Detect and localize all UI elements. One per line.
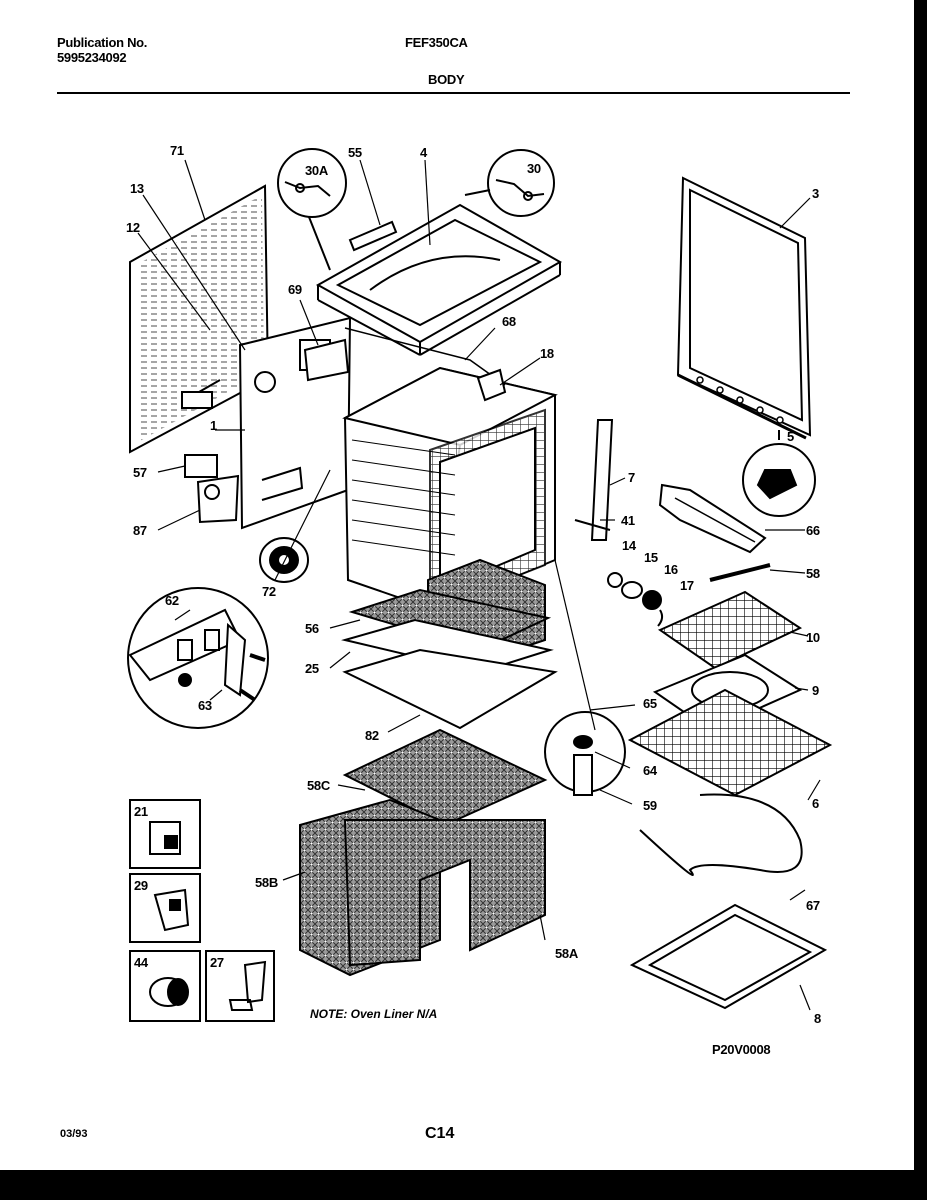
section-title: BODY <box>428 72 465 87</box>
footer-date: 03/93 <box>60 1128 88 1140</box>
bottom-plate-82-part <box>342 648 558 730</box>
callout-17: 17 <box>680 578 694 593</box>
part-17 <box>657 609 664 627</box>
callout-41: 41 <box>621 513 635 528</box>
part-14 <box>607 572 623 588</box>
callout-27: 27 <box>210 955 224 970</box>
broiler-grid-part <box>657 590 803 670</box>
hinge-7-part <box>590 419 614 541</box>
rod-58-part <box>709 563 771 582</box>
callout-30: 30 <box>527 161 541 176</box>
oven-liner-note: NOTE: Oven Liner N/A <box>310 1007 437 1021</box>
detail-30a-circle <box>277 148 347 218</box>
callout-72: 72 <box>262 584 276 599</box>
callout-82: 82 <box>365 728 379 743</box>
callout-66: 66 <box>806 523 820 538</box>
callout-55: 55 <box>348 145 362 160</box>
part-15 <box>621 581 643 599</box>
oven-cavity-part <box>342 366 558 612</box>
callout-29: 29 <box>134 878 148 893</box>
callout-68: 68 <box>502 314 516 329</box>
callout-25: 25 <box>305 661 319 676</box>
callout-7: 7 <box>628 470 635 485</box>
insulation-58a-part <box>343 819 546 967</box>
publication-label: Publication No. <box>57 35 148 50</box>
part-box-21 <box>129 799 201 869</box>
callout-12: 12 <box>126 220 140 235</box>
part-16 <box>642 590 662 610</box>
callout-62: 62 <box>165 593 179 608</box>
callout-65: 65 <box>643 696 657 711</box>
callout-58b: 58B <box>255 875 278 890</box>
callout-64: 64 <box>643 763 658 778</box>
header-rule <box>57 92 850 94</box>
callout-58: 58 <box>806 566 820 581</box>
drawing-code: P20V0008 <box>712 1042 770 1057</box>
callout-87: 87 <box>133 523 147 538</box>
oven-door-part <box>676 176 812 440</box>
detail-30-circle <box>487 149 555 217</box>
publication-number: 5995234092 <box>57 50 127 65</box>
callout-56: 56 <box>305 621 319 636</box>
scan-edge-right <box>914 0 927 1170</box>
callout-4: 4 <box>420 145 428 160</box>
callout-21: 21 <box>134 804 148 819</box>
callout-3: 3 <box>812 186 819 201</box>
callout-8: 8 <box>814 1011 821 1026</box>
callout-58a: 58A <box>555 946 579 961</box>
footer-page: C14 <box>425 1125 455 1142</box>
bracket-57-part <box>184 454 218 478</box>
oven-rack-part <box>627 688 833 797</box>
callout-14: 14 <box>622 538 637 553</box>
callout-71: 71 <box>170 143 184 158</box>
callout-63: 63 <box>198 698 212 713</box>
bracket-87-part <box>196 474 240 524</box>
callout-69: 69 <box>288 282 302 297</box>
callout-18: 18 <box>540 346 554 361</box>
model-number: FEF350CA <box>405 35 468 50</box>
callout-44: 44 <box>134 955 149 970</box>
bracket-55-part <box>348 220 398 252</box>
switch-bracket-part <box>303 338 350 382</box>
callout-10: 10 <box>806 630 820 645</box>
callout-58c: 58C <box>307 778 331 793</box>
scan-edge-bottom <box>0 1170 927 1200</box>
callout-9: 9 <box>812 683 819 698</box>
callout-59: 59 <box>643 798 657 813</box>
callout-67: 67 <box>806 898 820 913</box>
callout-6: 6 <box>812 796 819 811</box>
callout-57: 57 <box>133 465 147 480</box>
callout-15: 15 <box>644 550 658 565</box>
callout-30a: 30A <box>305 163 329 178</box>
callout-13: 13 <box>130 181 144 196</box>
sensor-wire-part <box>639 793 803 876</box>
cooktop-frame-part <box>315 203 563 356</box>
callout-1: 1 <box>210 418 217 433</box>
callout-16: 16 <box>664 562 678 577</box>
callout-5: 5 <box>787 429 794 444</box>
